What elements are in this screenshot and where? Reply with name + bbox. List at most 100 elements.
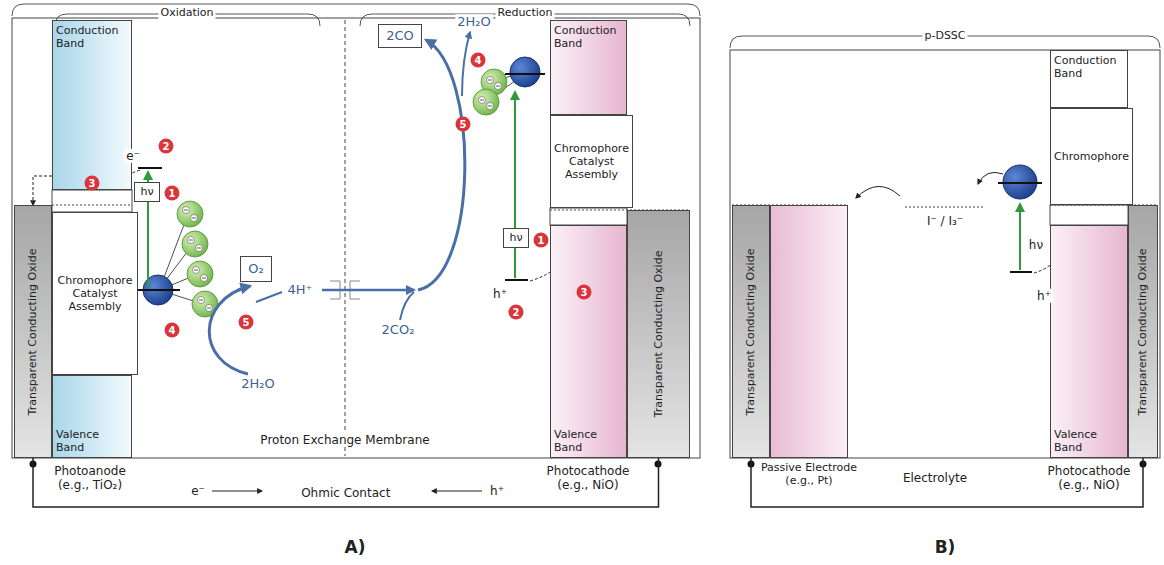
- band-gap-strip: [1050, 205, 1128, 225]
- regeneration-arrow: [856, 186, 900, 198]
- label-text: h⁺: [488, 484, 506, 498]
- wire: [33, 458, 659, 507]
- line-shape: [488, 80, 492, 81]
- node-text: Transparent Conducting Oxide: [1136, 248, 1149, 415]
- line-shape: [480, 100, 484, 101]
- label-text: A): [343, 537, 368, 557]
- tco-band: Transparent Conducting Oxide: [1128, 205, 1158, 458]
- energy-level: [138, 167, 162, 169]
- line-shape: [199, 300, 203, 301]
- transfer-arrow: [33, 176, 52, 205]
- tco-band: Transparent Conducting Oxide: [732, 205, 770, 458]
- node-text: Chromophore: [1054, 150, 1129, 163]
- line-shape: [192, 218, 196, 219]
- circle-shape: [196, 245, 203, 252]
- proton-arrow: [322, 289, 414, 292]
- circle-shape: [191, 215, 198, 222]
- hole-flow-arrow: [432, 491, 482, 492]
- valence-band: Valence Band: [52, 375, 132, 458]
- label-text: e⁻: [189, 484, 207, 498]
- photon-box: hν: [134, 182, 160, 202]
- redox-level: [905, 207, 985, 208]
- valence-band: Valence Band: [550, 225, 627, 458]
- line-shape: [194, 270, 198, 271]
- tco-band: Transparent Conducting Oxide: [14, 205, 52, 458]
- callout-number: 2: [509, 305, 524, 320]
- node-text: Chromophore Catalyst Assembly: [551, 142, 632, 182]
- process-arrow: [256, 292, 282, 302]
- circle-shape: [473, 89, 499, 115]
- circle-shape: [188, 237, 195, 244]
- conduction-band: Conduction Band: [550, 20, 627, 115]
- node-text: hν: [140, 185, 153, 198]
- assembly-band: Chromophore Catalyst Assembly: [52, 212, 138, 375]
- callout-number: 4: [471, 53, 486, 68]
- circle-shape: [495, 83, 502, 90]
- line-shape: [189, 240, 193, 241]
- electron-transfer-arrow: [978, 172, 1003, 184]
- callout-number: 1: [165, 186, 180, 201]
- chromophore-circle: [510, 57, 540, 87]
- circle-shape: [198, 297, 205, 304]
- label-text: h⁺: [491, 287, 509, 301]
- node-text: Passive Electrode (e.g., Pt): [753, 461, 865, 487]
- callout-number: 5: [239, 315, 254, 330]
- node-text: Chromophore Catalyst Assembly: [53, 274, 137, 314]
- node-text: Conduction Band: [554, 24, 623, 50]
- label-text: Photoanode (e.g., TiO₂): [40, 464, 140, 493]
- node-text: Transparent Conducting Oxide: [26, 248, 39, 415]
- energy-level: [505, 279, 528, 281]
- charge-marks: [479, 77, 502, 110]
- callout-number: 5: [456, 117, 471, 132]
- node-text: Transparent Conducting Oxide: [744, 248, 757, 415]
- excitation-arrow: [514, 92, 516, 278]
- node-text: Transparent Conducting Oxide: [652, 251, 665, 418]
- line-shape: [184, 210, 188, 211]
- node-text: 2CO: [386, 28, 414, 44]
- chromophore-band: Chromophore: [1050, 108, 1133, 205]
- circle-shape: [479, 97, 486, 104]
- product-box: O₂: [240, 256, 272, 282]
- label-text: I⁻ / I₃⁻: [925, 214, 965, 228]
- process-arrow: [462, 32, 470, 96]
- circle-shape: [193, 267, 200, 274]
- energy-level: [1010, 271, 1032, 273]
- line-shape: [202, 278, 206, 279]
- line-shape: [207, 308, 211, 309]
- circle-shape: [206, 305, 213, 312]
- callout-number: 2: [159, 139, 174, 154]
- label-text: 4H⁺: [286, 282, 315, 298]
- circle-shape: [177, 201, 203, 227]
- conduction-band: Conduction Band: [52, 20, 132, 190]
- node-text: hν: [509, 231, 522, 244]
- label-text: hν: [1027, 238, 1045, 252]
- valence-band: Valence Band: [1050, 225, 1128, 458]
- node-text: O₂: [248, 261, 263, 277]
- edge-label: Ohmic Contact: [299, 486, 392, 500]
- label-text: B): [933, 537, 958, 557]
- node-text: Valence Band: [56, 428, 128, 454]
- label-text: Proton Exchange Membrane: [258, 433, 431, 447]
- circle-shape: [487, 103, 494, 110]
- label-text: e⁻: [124, 149, 142, 163]
- label-text: 2CO₂: [380, 322, 417, 338]
- energy-level: [998, 182, 1042, 184]
- label-text: Oxidation: [158, 6, 215, 19]
- panel-frame: [730, 50, 1160, 458]
- callout-number: 1: [534, 233, 549, 248]
- circle-shape: [201, 275, 208, 282]
- callout-number: 3: [577, 285, 592, 300]
- line-shape: [496, 86, 500, 87]
- node-text: Conduction Band: [1054, 54, 1124, 80]
- circle-shape: [183, 207, 190, 214]
- wire: [751, 458, 1143, 507]
- callout-number: 4: [165, 323, 180, 338]
- node-text: Valence Band: [1054, 428, 1124, 454]
- process-arrow: [400, 292, 414, 320]
- circle-shape: [182, 231, 208, 257]
- label-text: 2H₂O: [455, 14, 493, 30]
- energy-level: [505, 73, 545, 75]
- tco-band: Transparent Conducting Oxide: [627, 210, 690, 458]
